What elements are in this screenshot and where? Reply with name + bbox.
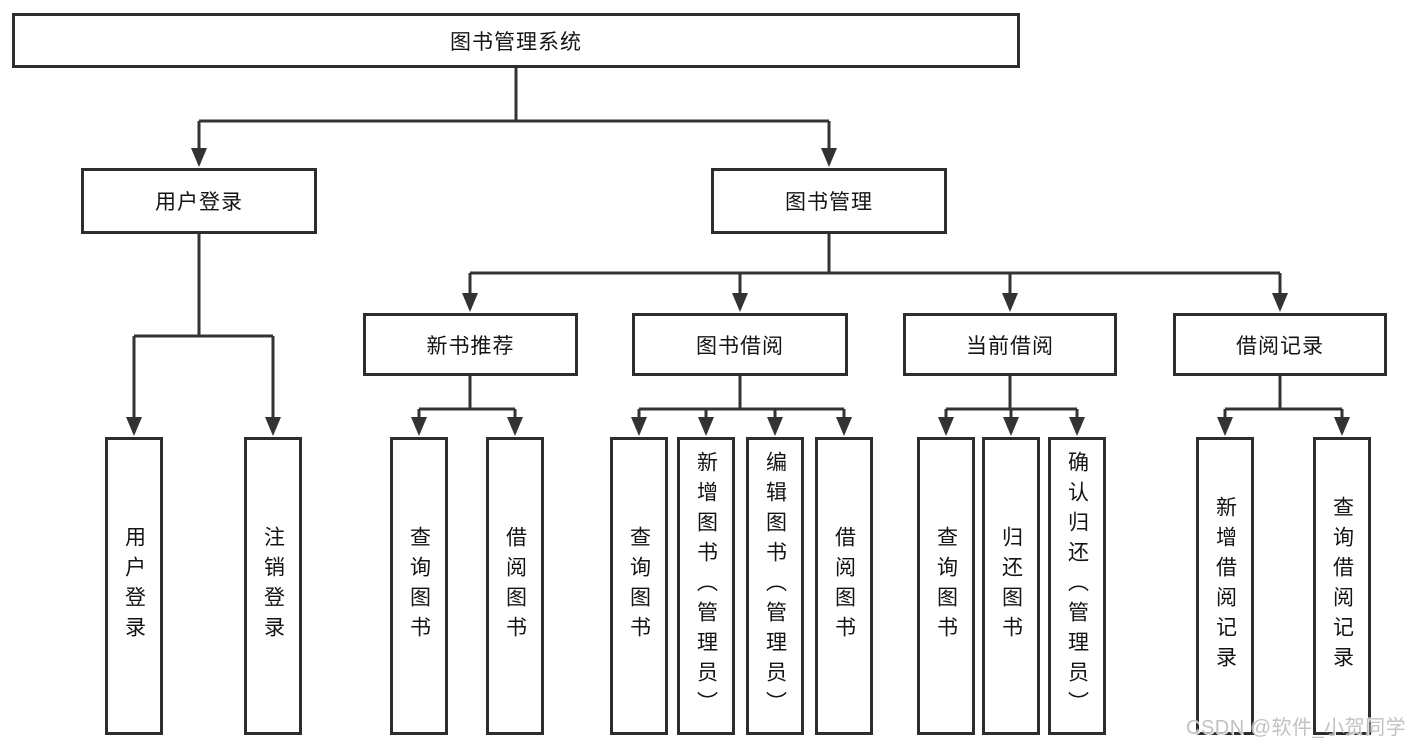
leaf-add-borrow-record: 新增借阅记录: [1196, 437, 1254, 735]
leaf-query-books-recommend: 查询图书: [390, 437, 448, 735]
leaf-borrow-books-recommend: 借阅图书: [486, 437, 544, 735]
leaf-label: 查询图书: [627, 526, 651, 646]
leaf-label: 确认归还（管理员）: [1065, 451, 1089, 721]
csdn-watermark: CSDN @软件_小贺同学: [1186, 717, 1405, 739]
node-borrowing-records: 借阅记录: [1173, 313, 1387, 376]
leaf-label: 查询借阅记录: [1330, 496, 1354, 676]
leaf-add-books-admin: 新增图书（管理员）: [677, 437, 735, 735]
leaf-label: 编辑图书（管理员）: [763, 451, 787, 721]
arrowhead-icons: [126, 148, 1350, 436]
leaf-label: 借阅图书: [832, 526, 856, 646]
leaf-label: 查询图书: [934, 526, 958, 646]
node-current-borrowing: 当前借阅: [903, 313, 1117, 376]
leaf-query-books-current: 查询图书: [917, 437, 975, 735]
connector-segments: [132, 68, 1344, 433]
leaf-label: 新增图书（管理员）: [694, 451, 718, 721]
leaf-label: 新增借阅记录: [1213, 496, 1237, 676]
node-book-management: 图书管理: [711, 168, 947, 234]
node-library-management-system: 图书管理系统: [12, 13, 1020, 68]
leaf-label: 注销登录: [261, 526, 285, 646]
leaf-borrow-books-borrowing: 借阅图书: [815, 437, 873, 735]
leaf-logout-login: 注销登录: [244, 437, 302, 735]
node-new-book-recommendation: 新书推荐: [363, 313, 578, 376]
leaf-label: 查询图书: [407, 526, 431, 646]
leaf-return-books: 归还图书: [982, 437, 1040, 735]
node-user-login: 用户登录: [81, 168, 317, 234]
node-book-borrowing: 图书借阅: [632, 313, 848, 376]
leaf-label: 借阅图书: [503, 526, 527, 646]
leaf-user-login: 用户登录: [105, 437, 163, 735]
leaf-query-books-borrowing: 查询图书: [610, 437, 668, 735]
leaf-edit-books-admin: 编辑图书（管理员）: [746, 437, 804, 735]
leaf-query-borrow-record: 查询借阅记录: [1313, 437, 1371, 735]
leaf-label: 归还图书: [999, 526, 1023, 646]
leaf-confirm-return-admin: 确认归还（管理员）: [1048, 437, 1106, 735]
leaf-label: 用户登录: [122, 526, 146, 646]
